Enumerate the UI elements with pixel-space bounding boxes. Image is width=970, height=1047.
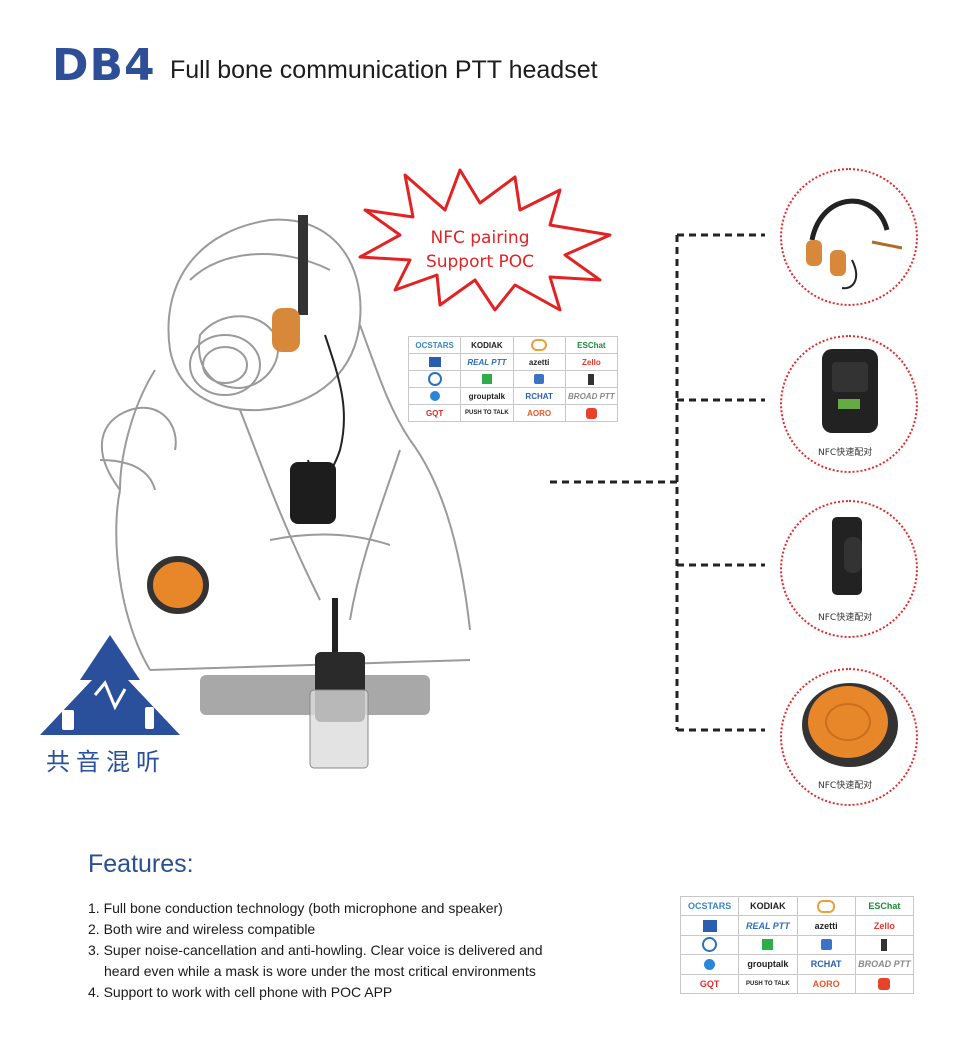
radio-antenna: [332, 598, 338, 658]
headset-cable: [307, 334, 346, 480]
logo-realptt: REAL PTT: [739, 916, 797, 935]
logo-ocstars: OCSTARS: [681, 897, 739, 916]
logo-grouptalk: grouptalk: [739, 955, 797, 974]
chest-ptt-button: [147, 556, 209, 614]
logo-radio-icon: [855, 935, 913, 955]
callout-line-2: Support POC: [425, 252, 535, 272]
accessory-neckband-headset: [780, 168, 918, 306]
logo-broadptt: BROAD PTT: [565, 388, 617, 404]
callout-text: NFC pairing Support POC: [420, 226, 540, 274]
logo-kodiak: KODIAK: [739, 897, 797, 916]
logo-rchat: RCHAT: [513, 388, 565, 404]
poc-app-logos-top: OCSTARS KODIAK ESChat REAL PTT azetti Ze…: [408, 336, 618, 422]
speaker-mic-icon: [822, 349, 878, 433]
speaker-mic: [290, 462, 336, 524]
logo-azetti: azetti: [797, 916, 855, 935]
logo-shield-icon: [797, 935, 855, 955]
logo-gqt: GQT: [409, 405, 461, 421]
feature-item-continued: heard even while a mask is wore under th…: [104, 963, 536, 979]
shared-audio-emblem: [40, 635, 180, 735]
features-title: Features:: [88, 850, 194, 878]
logo-ptt-icon: [681, 935, 739, 955]
accessory-remote-speaker-mic: NFC快速配对: [780, 335, 918, 473]
feature-item: 1. Full bone conduction technology (both…: [88, 900, 503, 916]
logo-eschat: ESChat: [565, 337, 617, 353]
logo-app-icon: [409, 354, 461, 370]
logo-rchat: RCHAT: [797, 955, 855, 974]
logo-ocstars: OCSTARS: [409, 337, 461, 353]
logo-aoro: AORO: [513, 405, 565, 421]
nfc-label: NFC快速配对: [818, 448, 873, 458]
headset-strap: [298, 215, 308, 315]
feature-item: 2. Both wire and wireless compatible: [88, 921, 316, 937]
accessory-ptt-button: NFC快速配对: [780, 668, 918, 806]
callout-burst: [358, 168, 612, 312]
radio-holster: [309, 689, 369, 769]
logo-radio-icon: [565, 371, 617, 387]
connector-lines: [550, 233, 765, 732]
features-list: 1. Full bone conduction technology (both…: [88, 898, 688, 1003]
logo-swirl-icon: [513, 337, 565, 353]
feature-item: 3. Super noise-cancellation and anti-how…: [88, 942, 543, 958]
logo-shield-icon: [513, 371, 565, 387]
nfc-label: NFC快速配对: [818, 613, 873, 623]
logo-ptt-icon: [409, 371, 461, 387]
logo-swirl-icon: [797, 897, 855, 916]
logo-globe-icon: [409, 388, 461, 404]
wireless-adapter-icon: [832, 517, 862, 595]
logo-globe-icon: [681, 955, 739, 974]
product-subtitle: Full bone communication PTT headset: [170, 56, 598, 84]
logo-azetti: azetti: [513, 354, 565, 370]
logo-zello: Zello: [855, 916, 913, 935]
poc-app-logos-bottom: OCSTARS KODIAK ESChat REAL PTT azetti Ze…: [680, 896, 914, 994]
logo-red-icon: [565, 405, 617, 421]
feature-item: 4. Support to work with cell phone with …: [88, 984, 393, 1000]
neckband-headset-icon: [806, 198, 903, 290]
logo-grouptalk: grouptalk: [461, 388, 513, 404]
logo-zello: Zello: [565, 354, 617, 370]
logo-green-icon: [739, 935, 797, 955]
logo-aoro: AORO: [797, 974, 855, 993]
logo-broadptt: BROAD PTT: [855, 955, 913, 974]
logo-gqt: GQT: [681, 974, 739, 993]
logo-push-to-talk: PUSH TO TALK: [739, 974, 797, 993]
callout-line-1: NFC pairing: [430, 228, 530, 248]
emblem-caption: 共音混听: [46, 748, 166, 776]
nfc-label: NFC快速配对: [818, 781, 873, 791]
model-title: DB4: [52, 40, 156, 91]
logo-push-to-talk: PUSH TO TALK: [461, 405, 513, 421]
logo-app-icon: [681, 916, 739, 935]
logo-green-icon: [461, 371, 513, 387]
logo-eschat: ESChat: [855, 897, 913, 916]
firefighter-illustration: [99, 215, 471, 769]
ptt-button-icon: [802, 683, 898, 767]
logo-red-icon: [855, 974, 913, 993]
bone-conduction-earpiece: [272, 308, 300, 352]
accessory-wireless-adapter: NFC快速配对: [780, 500, 918, 638]
logo-realptt: REAL PTT: [461, 354, 513, 370]
logo-kodiak: KODIAK: [461, 337, 513, 353]
